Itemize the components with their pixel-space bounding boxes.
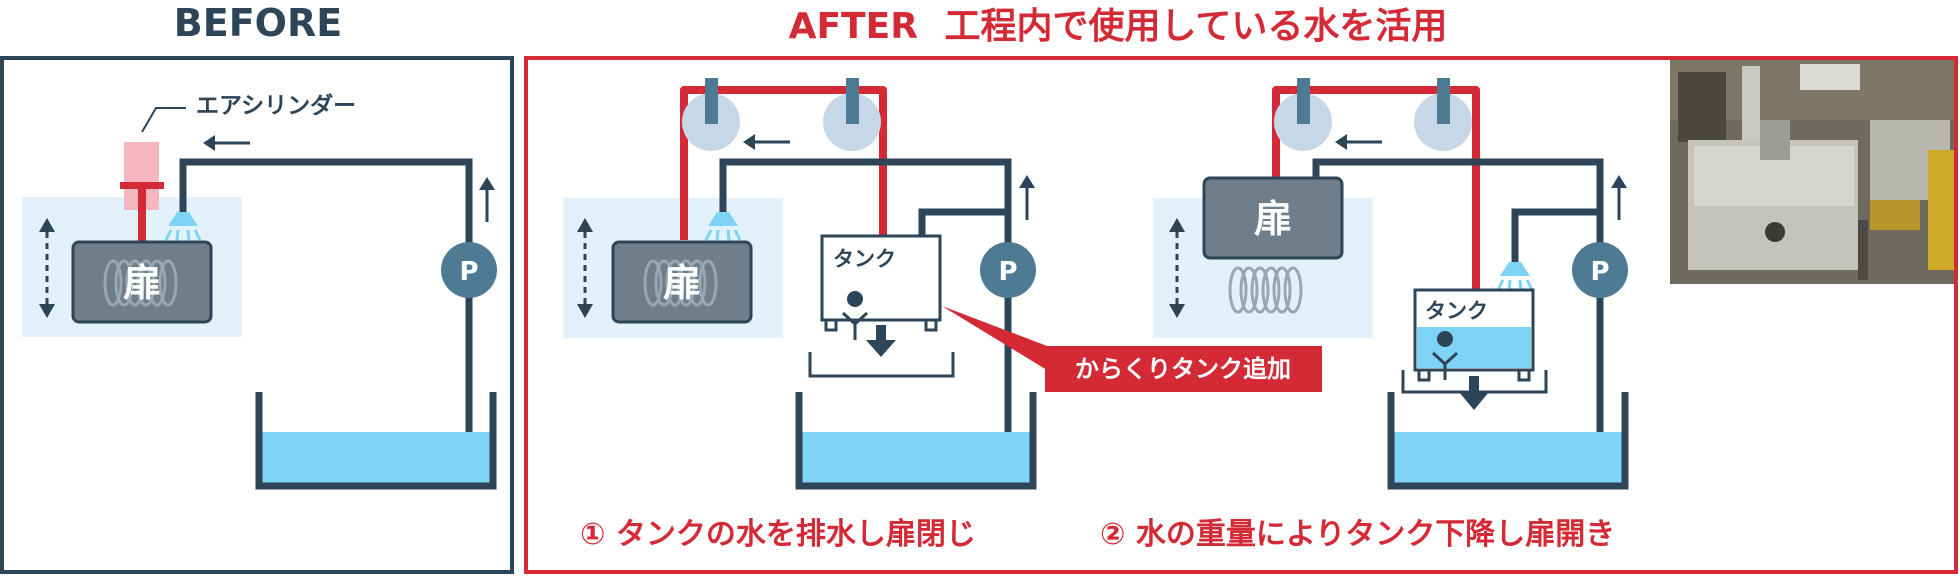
step1-drain-arrow-head — [866, 340, 896, 357]
step2-lower-arrow-shaft — [1469, 376, 1479, 393]
flow-arrow-left-head — [203, 135, 215, 151]
basin — [255, 392, 497, 490]
step2-rope — [1272, 86, 1480, 290]
step1-tank-foot-right — [924, 318, 938, 332]
step2-pipe-tank — [1511, 208, 1600, 262]
step2-lower-arrow-head — [1459, 392, 1489, 410]
step2-door-label: 扉 — [1254, 197, 1292, 241]
step2-pulley-right-mount — [1437, 78, 1450, 124]
door-motion-arrow-down — [39, 304, 55, 318]
step1-tank-foot-left — [824, 318, 838, 332]
step2-flow-arrow-up-head — [1611, 175, 1627, 188]
step1-flow-arrow-left-head — [743, 134, 755, 150]
step1-pump-label: P — [998, 257, 1017, 287]
pump-label: P — [459, 257, 478, 287]
step2-door-motion-arrow-up — [1169, 218, 1185, 232]
pump — [441, 242, 497, 298]
after-panel: 扉 タンク P ① タンクの水を排水し扉閉じ — [524, 56, 1958, 574]
door-label: 扉 — [123, 261, 161, 305]
cylinder-rod-cap — [120, 182, 164, 189]
callout-box — [1045, 346, 1322, 392]
step1-drain-arrow-shaft — [876, 325, 886, 342]
step1-flow-arrow-up-head — [1019, 175, 1035, 188]
step2-flow-arrow-left-head — [1335, 134, 1347, 150]
step2-basin — [1387, 392, 1629, 490]
step1-pipe-main — [719, 158, 1012, 450]
step2-shower-nozzle — [1496, 262, 1534, 292]
callout-pointer — [942, 306, 1055, 375]
step1-pump — [980, 242, 1036, 298]
flow-arrow-up-head — [479, 177, 495, 190]
step1-tray — [808, 352, 955, 378]
after-heading-text: 工程内で使用している水を活用 — [944, 6, 1447, 47]
step2-tank-water — [1417, 327, 1531, 368]
step1-door-label: 扉 — [663, 261, 701, 305]
step1-basin — [795, 392, 1037, 490]
step1-drain-valve — [841, 291, 869, 340]
step2-diagram: 扉 タンク — [1100, 78, 1629, 552]
cylinder-leader-line — [141, 107, 186, 133]
step2-drain-valve — [1431, 331, 1459, 380]
step2-caption: ② 水の重量によりタンク下降し扉開き — [1100, 517, 1615, 552]
step1-tank-label: タンク — [833, 247, 896, 271]
step1-door-motion-arrow-down — [577, 304, 593, 318]
before-heading: BEFORE — [174, 1, 342, 45]
step2-tank-foot-left — [1417, 368, 1431, 382]
before-frame — [0, 56, 514, 574]
water — [259, 432, 493, 486]
step1-caption: ① タンクの水を排水し扉閉じ — [580, 517, 976, 552]
step1-door-motion-arrow-up — [577, 218, 593, 232]
step1-tank — [820, 234, 942, 322]
step2-door — [1202, 176, 1344, 260]
step2-pump-label: P — [1590, 257, 1609, 287]
step1-diagram: 扉 タンク P ① タンクの水を排水し扉閉じ — [563, 78, 1037, 552]
shower-nozzle — [164, 212, 202, 242]
step2-pulley-left-mount — [1297, 78, 1310, 124]
step1-pulley-left-mount — [705, 78, 718, 124]
equipment-photo — [1670, 60, 1954, 284]
air-cylinder-label: エアシリンダー — [196, 92, 356, 119]
step1-water — [799, 432, 1033, 486]
step1-pulley-right-mount — [846, 78, 859, 124]
cylinder-rod — [138, 186, 146, 242]
callout: からくりタンク追加 — [942, 306, 1322, 392]
after-heading: AFTER 工程内で使用している水を活用 — [789, 6, 1448, 47]
after-heading-prefix: AFTER — [789, 6, 918, 47]
step2-door-motion-arrow-down — [1169, 304, 1185, 318]
step2-water — [1391, 432, 1625, 486]
before-panel: エアシリンダー 扉 P — [0, 56, 514, 574]
after-frame — [524, 56, 1958, 574]
step1-shower-nozzle — [704, 212, 742, 242]
before-pipe — [179, 158, 473, 450]
callout-text: からくりタンク追加 — [1075, 355, 1291, 383]
door-motion-arrow-up — [39, 218, 55, 232]
step2-tank-label: タンク — [1425, 299, 1488, 323]
step2-tank-foot-right — [1517, 368, 1531, 382]
step2-pump — [1572, 242, 1628, 298]
